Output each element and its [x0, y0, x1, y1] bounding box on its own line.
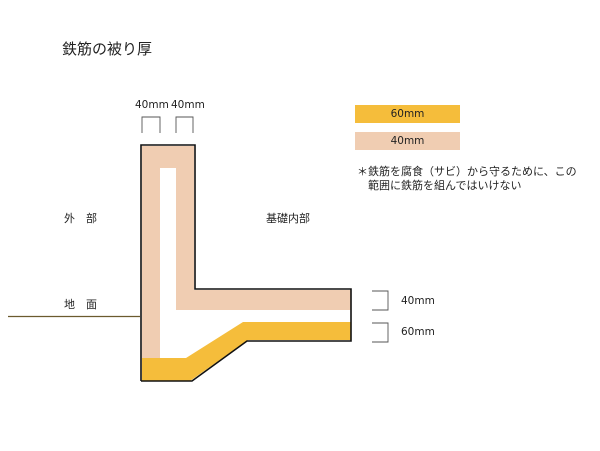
cover-note: ＊鉄筋を腐食（サビ）から守るために、この 範囲に鉄筋を組んではいけない — [357, 165, 577, 192]
dim-top-right-label: 40mm — [171, 99, 205, 111]
dim-side-upper-label: 40mm — [401, 295, 435, 307]
legend-60mm: 60mm — [355, 105, 460, 123]
dim-bracket-top-right — [175, 116, 194, 133]
dim-bracket-side-upper — [372, 290, 389, 311]
legend-60mm-label: 60mm — [390, 108, 425, 120]
page-title: 鉄筋の被り厚 — [62, 40, 153, 58]
concrete-outline — [140, 144, 352, 382]
dim-bracket-side-lower — [372, 322, 389, 343]
inside-label: 基礎内部 — [266, 212, 310, 225]
dim-top-left-label: 40mm — [135, 99, 169, 111]
ground-label: 地 面 — [64, 298, 97, 311]
outside-label: 外 部 — [64, 212, 97, 225]
dim-side-lower-label: 60mm — [401, 326, 435, 338]
dim-bracket-top-left — [141, 116, 161, 133]
legend-40mm-label: 40mm — [390, 135, 425, 147]
legend-40mm: 40mm — [355, 132, 460, 150]
cover-60mm-band — [142, 322, 351, 381]
cover-40mm-band — [142, 146, 351, 358]
